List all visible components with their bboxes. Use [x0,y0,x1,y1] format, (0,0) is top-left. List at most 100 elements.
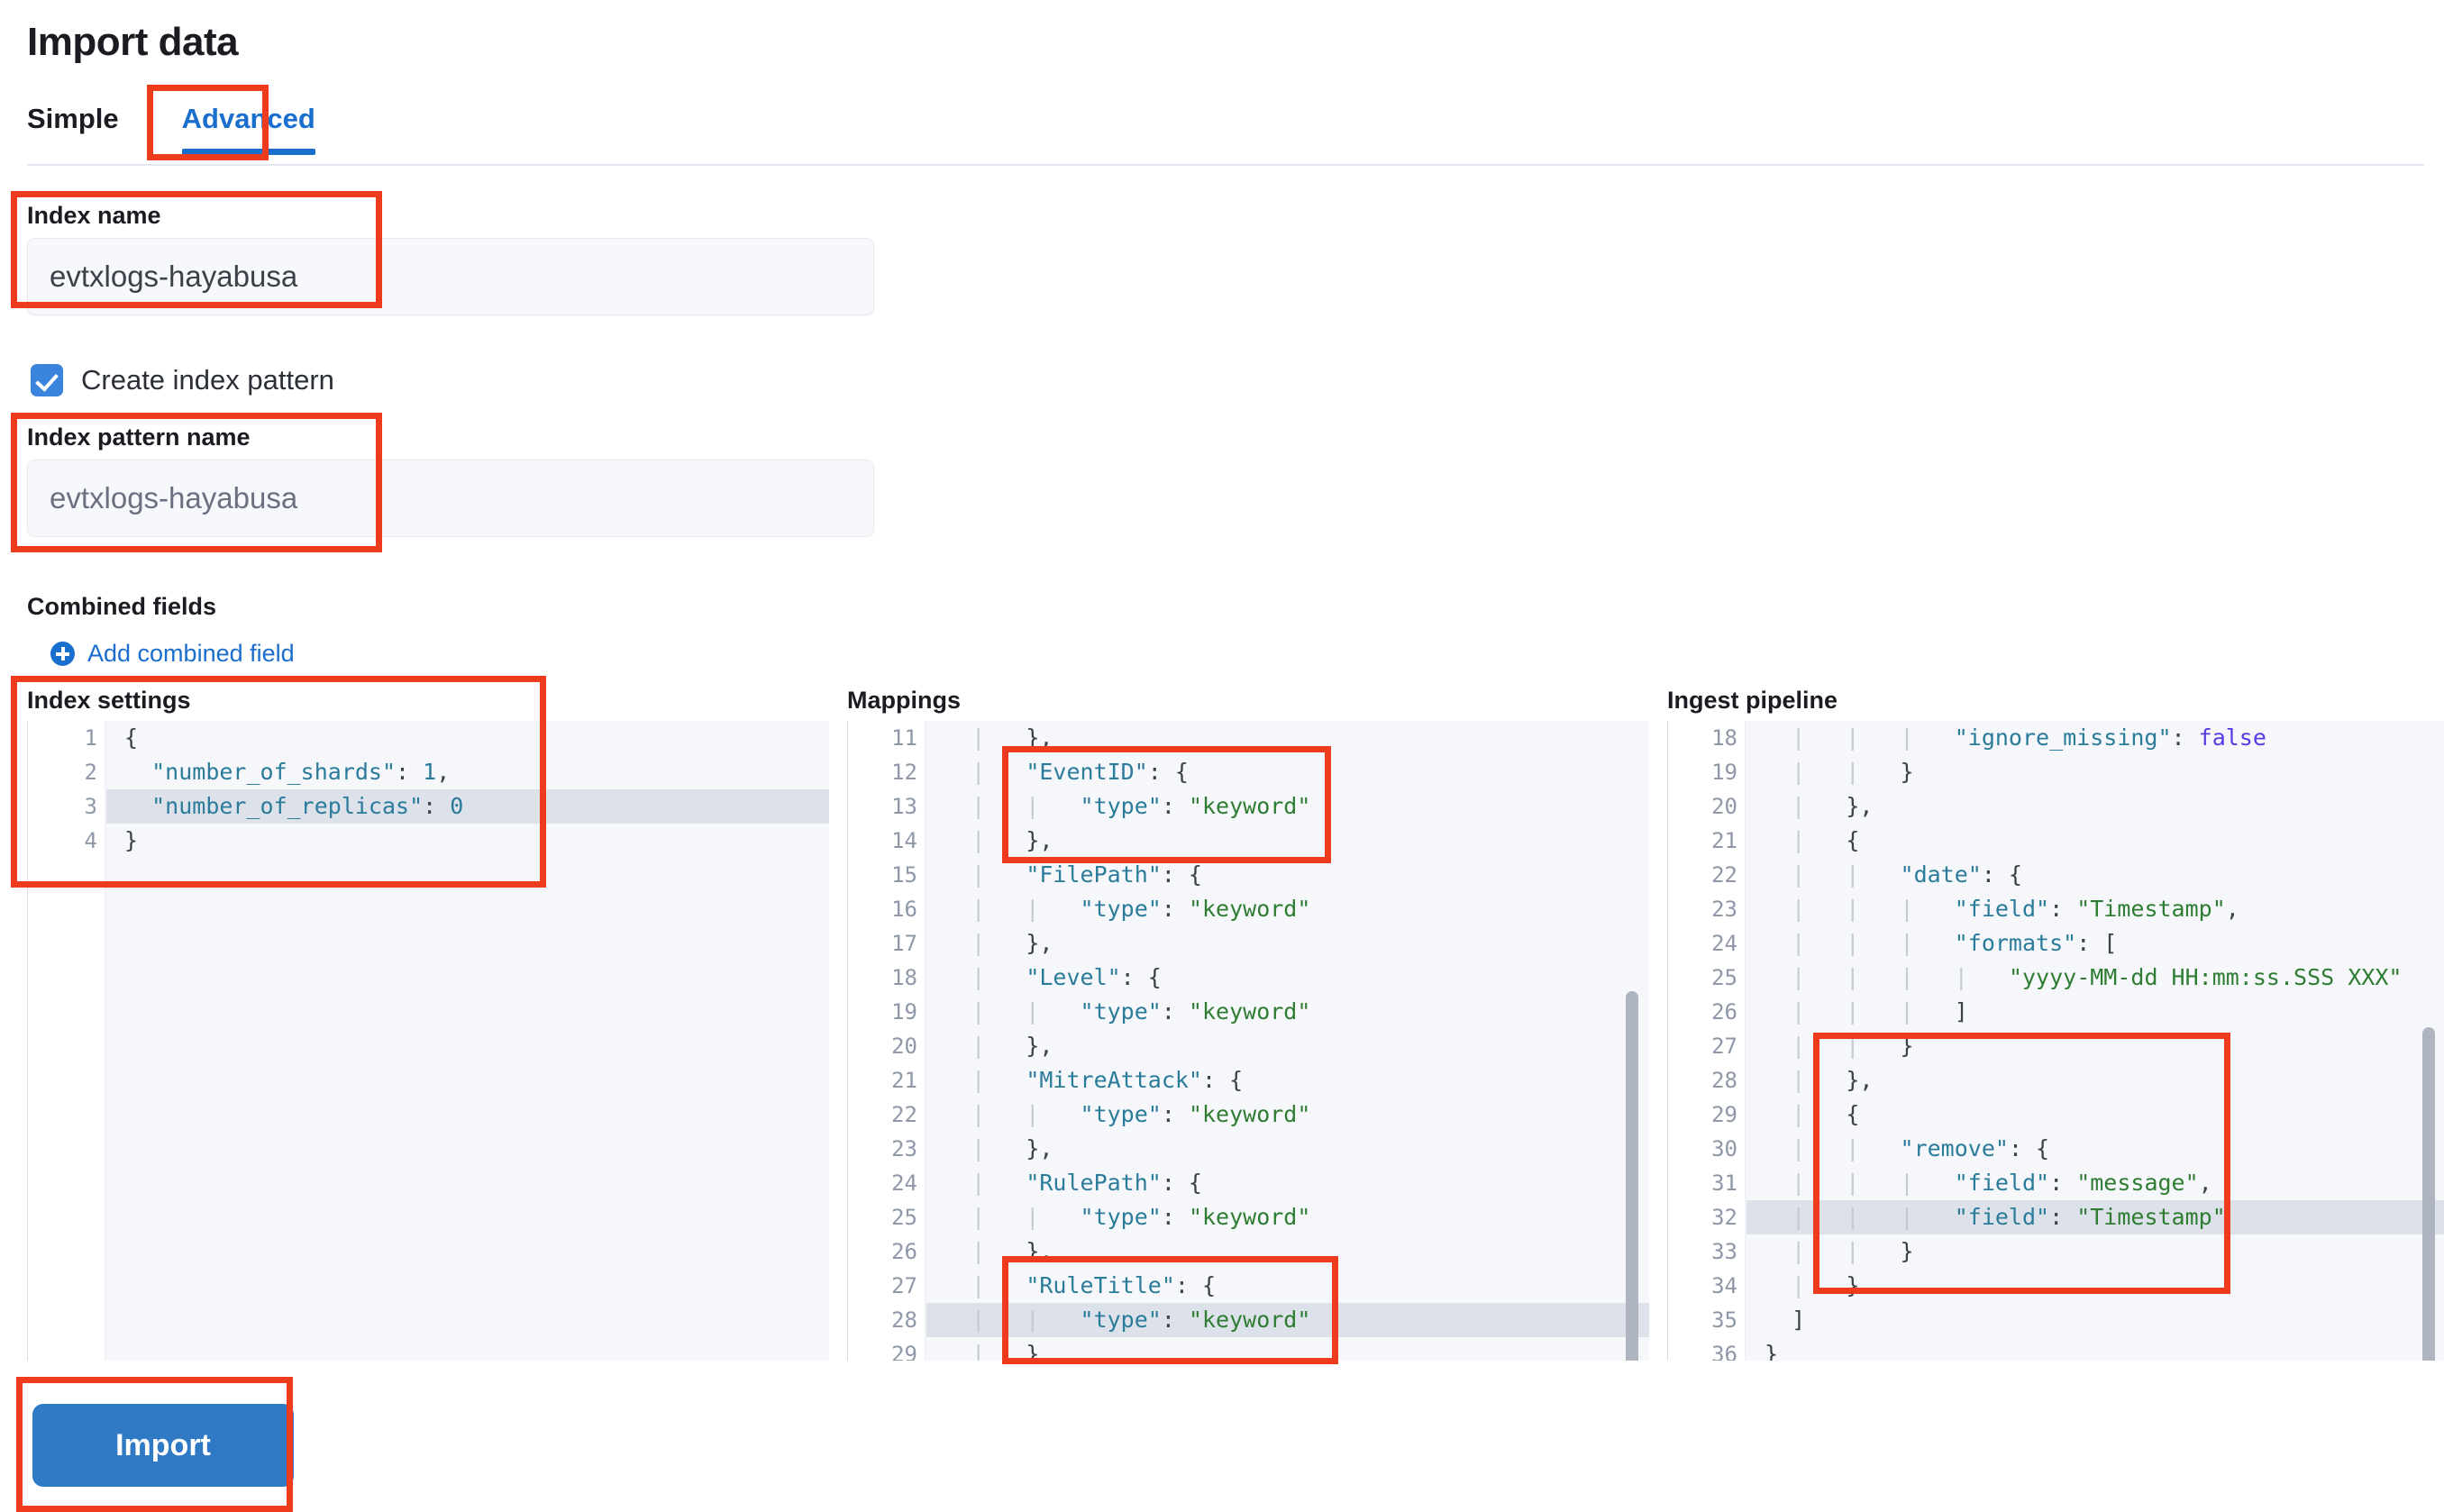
code-line[interactable]: | | "type": "keyword" [944,998,1311,1025]
line-number: 25 [891,1205,917,1230]
index-name-input[interactable]: evtxlogs-hayabusa [27,238,874,315]
ingest-pipeline-heading: Ingest pipeline [1667,687,1838,714]
code-line[interactable]: | }, [944,1033,1053,1059]
index-pattern-name-label: Index pattern name [27,424,251,451]
code-line[interactable]: | | "type": "keyword" [944,1204,1311,1230]
tab-divider [27,164,2424,166]
ingest-pipeline-scrollbar[interactable] [2422,1027,2435,1361]
line-number: 21 [848,1063,939,1098]
code-line[interactable]: | | | | "yyyy-MM-dd HH:mm:ss.SSS XXX" [1765,964,2403,990]
code-line[interactable]: | "FilePath": { [944,861,1202,888]
code-line[interactable]: | | | "field": "Timestamp", [1765,896,2239,922]
line-number: 21 [1668,824,1759,858]
code-line[interactable]: | | "date": { [1765,861,2022,888]
code-line[interactable]: | | } [1765,1238,1914,1264]
mappings-heading: Mappings [847,687,961,714]
checkbox-checked-icon[interactable] [31,364,63,396]
code-line[interactable]: | }, [944,1135,1053,1161]
code-line[interactable]: | "RuleTitle": { [944,1272,1217,1298]
line-number: 20 [891,1034,917,1059]
code-line[interactable]: | "EventID": { [944,759,1189,785]
line-number: 13 [891,794,917,819]
plus-circle-icon [50,642,75,666]
code-line[interactable]: | { [1765,1101,1860,1127]
index-name-label: Index name [27,202,161,229]
code-line[interactable]: | }, [944,1238,1053,1264]
code-line[interactable]: | | "type": "keyword" [944,896,1311,922]
line-number: 35 [1711,1307,1737,1333]
code-line[interactable]: ] [1792,1307,1806,1333]
index-pattern-name-input[interactable]: evtxlogs-hayabusa [27,460,874,537]
page-title: Import data [27,20,239,64]
tab-simple[interactable]: Simple [27,103,119,134]
index-settings-code[interactable]: { "number_of_shards": 1, "number_of_repl… [106,721,829,1361]
line-number: 33 [1711,1239,1737,1264]
code-line[interactable]: | }, [944,930,1053,956]
code-line[interactable]: | { [1765,827,1860,853]
code-line[interactable]: | | "type": "keyword" [944,1101,1311,1127]
code-line[interactable]: | | | "ignore_missing": false [1765,724,2266,751]
code-line[interactable]: | | | "field": "Timestamp" [1746,1200,2444,1234]
code-line[interactable]: } [124,827,139,853]
create-index-pattern-row[interactable]: Create index pattern [31,364,334,396]
line-number: 28 [1711,1068,1737,1093]
line-number: 29 [891,1342,917,1361]
line-number: 28 [891,1307,917,1333]
code-line[interactable]: | | "remove": { [1765,1135,2050,1161]
line-number: 25 [1711,965,1737,990]
code-line[interactable]: | | } [1765,759,1914,785]
code-line[interactable]: "number_of_shards": 1, [151,759,451,785]
code-line[interactable]: } [1765,1341,1779,1361]
line-number: 23 [1711,897,1737,922]
line-number: 19 [891,999,917,1025]
code-line[interactable]: { [124,724,139,751]
code-line[interactable]: "number_of_replicas": 0 [106,789,829,824]
line-number: 31 [1711,1170,1737,1196]
line-number: 4 [84,828,97,853]
code-line[interactable]: | | | ] [1765,998,1968,1025]
line-number: 1 [28,721,119,755]
code-line[interactable]: | }, [944,827,1053,853]
tab-advanced[interactable]: Advanced [150,97,348,155]
line-number: 20 [1711,794,1737,819]
add-combined-field-button[interactable]: Add combined field [50,640,295,668]
line-number: 24 [1668,926,1759,961]
line-number: 2 [84,760,97,785]
code-line[interactable]: | "RulePath": { [944,1170,1202,1196]
create-index-pattern-label: Create index pattern [81,364,334,396]
code-line[interactable]: | | "type": "keyword" [926,1303,1649,1337]
line-number: 26 [891,1239,917,1264]
code-line[interactable]: | }, [1765,1067,1874,1093]
code-line[interactable]: | }, [944,1341,1053,1361]
code-line[interactable]: | }, [944,724,1053,751]
code-line[interactable]: | "Level": { [944,964,1162,990]
line-number: 27 [1711,1034,1737,1059]
line-number: 11 [891,725,917,751]
code-line[interactable]: | | | "formats": [ [1765,930,2118,956]
tab-bar: Simple Advanced [27,97,348,155]
code-line[interactable]: | } [1765,1272,1860,1298]
line-number: 30 [1668,1132,1759,1166]
import-button[interactable]: Import [32,1404,294,1487]
code-line[interactable]: | | "type": "keyword" [944,793,1311,819]
line-number: 15 [848,858,939,892]
line-number: 23 [891,1136,917,1161]
code-line[interactable]: | }, [1765,793,1874,819]
code-line[interactable]: | | | "field": "message", [1765,1170,2212,1196]
line-number: 36 [1711,1342,1737,1361]
code-line[interactable]: | | } [1765,1033,1914,1059]
line-number: 26 [1711,999,1737,1025]
mappings-scrollbar[interactable] [1626,991,1638,1361]
line-number: 17 [891,931,917,956]
line-number: 12 [848,755,939,789]
line-number: 29 [1668,1098,1759,1132]
line-number: 27 [848,1269,939,1303]
code-line[interactable]: | "MitreAttack": { [944,1067,1244,1093]
ingest-pipeline-code[interactable]: | | | "ignore_missing": false | | } | },… [1746,721,2444,1361]
mappings-code[interactable]: | }, | "EventID": { | | "type": "keyword… [926,721,1649,1361]
